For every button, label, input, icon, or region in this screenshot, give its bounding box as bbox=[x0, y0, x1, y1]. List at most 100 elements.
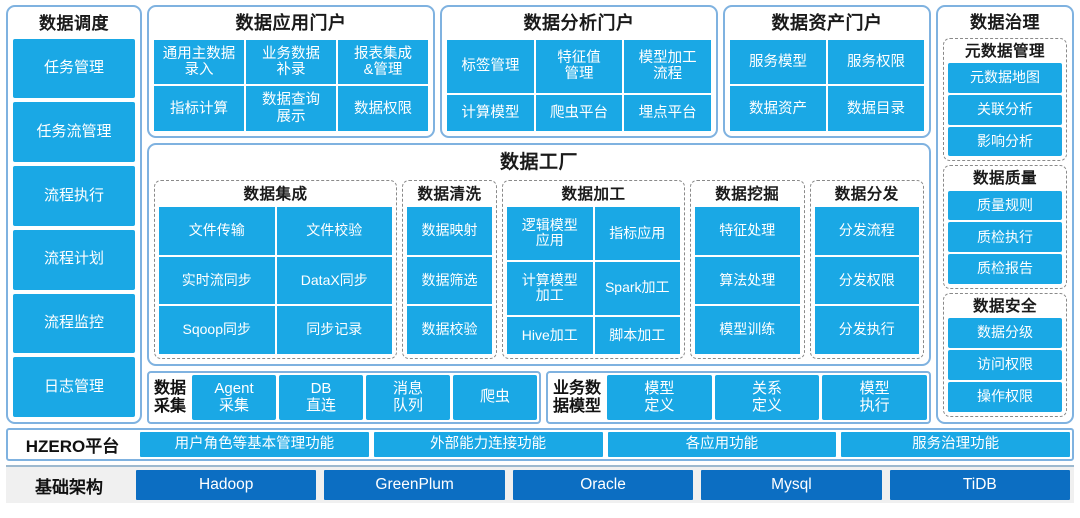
app-portal-item-report-integration[interactable]: 报表集成 &管理 bbox=[338, 39, 428, 85]
data-integration-grid: 文件传输 文件校验 实时流同步 DataX同步 Sqoop同步 同步记录 bbox=[159, 206, 392, 354]
data-security-items: 数据分级 访问权限 操作权限 bbox=[948, 318, 1062, 412]
business-model-item-model-execution[interactable]: 模型 执行 bbox=[822, 375, 927, 420]
mining-item-algorithm-processing[interactable]: 算法处理 bbox=[695, 256, 800, 305]
business-model-item-model-definition[interactable]: 模型 定义 bbox=[607, 375, 712, 420]
integration-item-datax-sync[interactable]: DataX同步 bbox=[276, 256, 392, 305]
label-business-data-model: 业务数 据模型 bbox=[553, 379, 602, 415]
security-item-operation-permission[interactable]: 操作权限 bbox=[948, 382, 1062, 412]
collection-item-agent-collection[interactable]: Agent 采集 bbox=[192, 375, 277, 420]
cleansing-item-data-validation[interactable]: 数据校验 bbox=[407, 306, 492, 354]
panel-title-data-application-portal: 数据应用门户 bbox=[235, 13, 347, 33]
analysis-portal-item-calculation-model[interactable]: 计算模型 bbox=[447, 94, 534, 131]
analysis-portal-item-crawler-platform[interactable]: 爬虫平台 bbox=[535, 94, 623, 131]
scheduling-item-process-plan[interactable]: 流程计划 bbox=[13, 229, 135, 290]
panel-title-data-factory: 数据工厂 bbox=[499, 152, 578, 173]
group-metadata-management: 元数据管理 元数据地图 关联分析 影响分析 bbox=[943, 37, 1067, 162]
group-title-data-mining: 数据挖掘 bbox=[715, 185, 780, 203]
integration-item-file-transfer[interactable]: 文件传输 bbox=[159, 206, 275, 255]
app-portal-item-data-permission[interactable]: 数据权限 bbox=[338, 86, 428, 131]
data-factory-columns: 数据集成 文件传输 文件校验 实时流同步 DataX同步 Sqoop同步 同步记… bbox=[154, 179, 924, 359]
infrastructure-item-greenplum[interactable]: GreenPlum bbox=[324, 470, 505, 500]
processing-item-logical-model-application[interactable]: 逻辑模型 应用 bbox=[507, 206, 593, 260]
group-data-distribution: 数据分发 分发流程 分发权限 分发执行 bbox=[809, 179, 924, 359]
panel-data-asset-portal: 数据资产门户 服务模型 服务权限 数据资产 数据目录 bbox=[723, 5, 931, 138]
infrastructure-item-hadoop[interactable]: Hadoop bbox=[136, 470, 317, 500]
analysis-portal-item-feature-value-management[interactable]: 特征值 管理 bbox=[535, 39, 623, 93]
security-item-access-permission[interactable]: 访问权限 bbox=[948, 350, 1062, 381]
analysis-portal-item-tag-management[interactable]: 标签管理 bbox=[447, 39, 534, 93]
scheduling-item-task-flow-management[interactable]: 任务流管理 bbox=[13, 102, 135, 163]
app-portal-item-master-data-entry[interactable]: 通用主数据 录入 bbox=[154, 39, 244, 85]
processing-item-script-processing[interactable]: 脚本加工 bbox=[594, 316, 680, 354]
asset-portal-item-service-model[interactable]: 服务模型 bbox=[730, 39, 826, 85]
app-portal-item-business-data-supplement[interactable]: 业务数据 补录 bbox=[246, 39, 336, 85]
label-hzero-platform: HZERO平台 bbox=[25, 437, 120, 456]
hzero-item-external-capability-connection[interactable]: 外部能力连接功能 bbox=[373, 432, 603, 457]
hzero-item-application-functions[interactable]: 各应用功能 bbox=[607, 432, 837, 457]
asset-portal-item-data-asset[interactable]: 数据资产 bbox=[730, 86, 826, 131]
processing-item-spark-processing[interactable]: Spark加工 bbox=[594, 261, 680, 315]
infrastructure-item-mysql[interactable]: Mysql bbox=[701, 470, 882, 500]
scheduling-item-task-management[interactable]: 任务管理 bbox=[13, 38, 135, 99]
metadata-item-lineage-analysis[interactable]: 关联分析 bbox=[948, 94, 1062, 125]
processing-item-calculation-model-processing[interactable]: 计算模型 加工 bbox=[507, 261, 593, 315]
app-portal-item-metric-calculation[interactable]: 指标计算 bbox=[154, 86, 244, 131]
panel-infrastructure: 基础架构 Hadoop GreenPlum Oracle Mysql TiDB bbox=[6, 465, 1074, 503]
panel-title-data-scheduling: 数据调度 bbox=[39, 14, 109, 33]
analysis-portal-item-model-processing-flow[interactable]: 模型加工 流程 bbox=[624, 39, 711, 93]
distribution-item-distribution-execution[interactable]: 分发执行 bbox=[814, 306, 919, 354]
panel-data-factory: 数据工厂 数据集成 文件传输 文件校验 实时流同步 DataX同步 Sqoop同… bbox=[147, 143, 931, 366]
processing-item-metric-application[interactable]: 指标应用 bbox=[594, 206, 680, 260]
cleansing-item-data-filtering[interactable]: 数据筛选 bbox=[407, 256, 492, 305]
data-quality-items: 质量规则 质检执行 质检报告 bbox=[948, 190, 1062, 285]
infrastructure-item-oracle[interactable]: Oracle bbox=[512, 470, 694, 500]
processing-item-hive-processing[interactable]: Hive加工 bbox=[507, 316, 593, 354]
scheduling-item-process-execution[interactable]: 流程执行 bbox=[13, 166, 135, 226]
hzero-item-service-governance[interactable]: 服务治理功能 bbox=[841, 432, 1070, 457]
collection-row: 数据 采集 Agent 采集 DB 直连 消息 队列 爬虫 业务数 据模型 模型… bbox=[147, 371, 931, 424]
analysis-portal-item-tracking-platform[interactable]: 埋点平台 bbox=[624, 94, 711, 131]
distribution-item-distribution-permission[interactable]: 分发权限 bbox=[814, 256, 919, 305]
asset-portal-item-service-permission[interactable]: 服务权限 bbox=[828, 39, 924, 85]
data-distribution-grid: 分发流程 分发权限 分发执行 bbox=[814, 206, 919, 354]
hzero-item-user-role-basic-management[interactable]: 用户角色等基本管理功能 bbox=[140, 432, 369, 457]
data-analysis-portal-grid: 标签管理 特征值 管理 模型加工 流程 计算模型 爬虫平台 埋点平台 bbox=[447, 39, 711, 131]
scheduling-item-process-monitoring[interactable]: 流程监控 bbox=[13, 293, 135, 354]
quality-item-inspection-execution[interactable]: 质检执行 bbox=[948, 222, 1062, 253]
panel-data-analysis-portal: 数据分析门户 标签管理 特征值 管理 模型加工 流程 计算模型 爬虫平台 埋点平… bbox=[440, 5, 718, 138]
metadata-item-metadata-map[interactable]: 元数据地图 bbox=[948, 62, 1062, 93]
integration-item-file-validation[interactable]: 文件校验 bbox=[276, 206, 392, 255]
data-asset-portal-grid: 服务模型 服务权限 数据资产 数据目录 bbox=[730, 39, 924, 131]
cleansing-item-data-mapping[interactable]: 数据映射 bbox=[407, 206, 492, 255]
group-data-cleansing: 数据清洗 数据映射 数据筛选 数据校验 bbox=[402, 179, 497, 359]
scheduling-item-log-management[interactable]: 日志管理 bbox=[13, 357, 135, 417]
group-title-data-security: 数据安全 bbox=[972, 298, 1037, 316]
data-governance-groups: 元数据管理 元数据地图 关联分析 影响分析 数据质量 质量规则 质检执行 质检报… bbox=[943, 37, 1067, 417]
security-item-data-classification[interactable]: 数据分级 bbox=[948, 318, 1062, 349]
metadata-management-items: 元数据地图 关联分析 影响分析 bbox=[948, 62, 1062, 157]
business-model-item-relation-definition[interactable]: 关系 定义 bbox=[714, 375, 820, 420]
panel-business-data-model: 业务数 据模型 模型 定义 关系 定义 模型 执行 bbox=[546, 371, 931, 424]
data-processing-grid: 逻辑模型 应用 指标应用 计算模型 加工 Spark加工 Hive加工 脚本加工 bbox=[507, 206, 680, 354]
panel-data-scheduling: 数据调度 任务管理 任务流管理 流程执行 流程计划 流程监控 日志管理 bbox=[6, 5, 142, 424]
quality-item-quality-rules[interactable]: 质量规则 bbox=[948, 190, 1062, 221]
collection-item-message-queue[interactable]: 消息 队列 bbox=[366, 375, 451, 420]
data-mining-grid: 特征处理 算法处理 模型训练 bbox=[695, 206, 800, 354]
group-title-data-quality: 数据质量 bbox=[972, 170, 1037, 188]
infrastructure-item-tidb[interactable]: TiDB bbox=[889, 470, 1071, 500]
label-infrastructure: 基础架构 bbox=[35, 477, 103, 497]
app-portal-item-data-query-display[interactable]: 数据查询 展示 bbox=[246, 86, 336, 131]
metadata-item-impact-analysis[interactable]: 影响分析 bbox=[948, 126, 1062, 157]
mining-item-feature-processing[interactable]: 特征处理 bbox=[695, 206, 800, 255]
quality-item-inspection-report[interactable]: 质检报告 bbox=[948, 254, 1062, 285]
group-title-metadata-management: 元数据管理 bbox=[964, 42, 1045, 60]
mining-item-model-training[interactable]: 模型训练 bbox=[695, 306, 800, 354]
group-data-security: 数据安全 数据分级 访问权限 操作权限 bbox=[943, 293, 1067, 417]
distribution-item-distribution-flow[interactable]: 分发流程 bbox=[814, 206, 919, 255]
collection-item-db-direct-connect[interactable]: DB 直连 bbox=[279, 375, 364, 420]
collection-item-crawler[interactable]: 爬虫 bbox=[453, 375, 538, 420]
integration-item-realtime-stream-sync[interactable]: 实时流同步 bbox=[159, 256, 275, 305]
asset-portal-item-data-catalog[interactable]: 数据目录 bbox=[828, 86, 924, 131]
integration-item-sync-record[interactable]: 同步记录 bbox=[276, 306, 392, 354]
integration-item-sqoop-sync[interactable]: Sqoop同步 bbox=[159, 306, 275, 354]
